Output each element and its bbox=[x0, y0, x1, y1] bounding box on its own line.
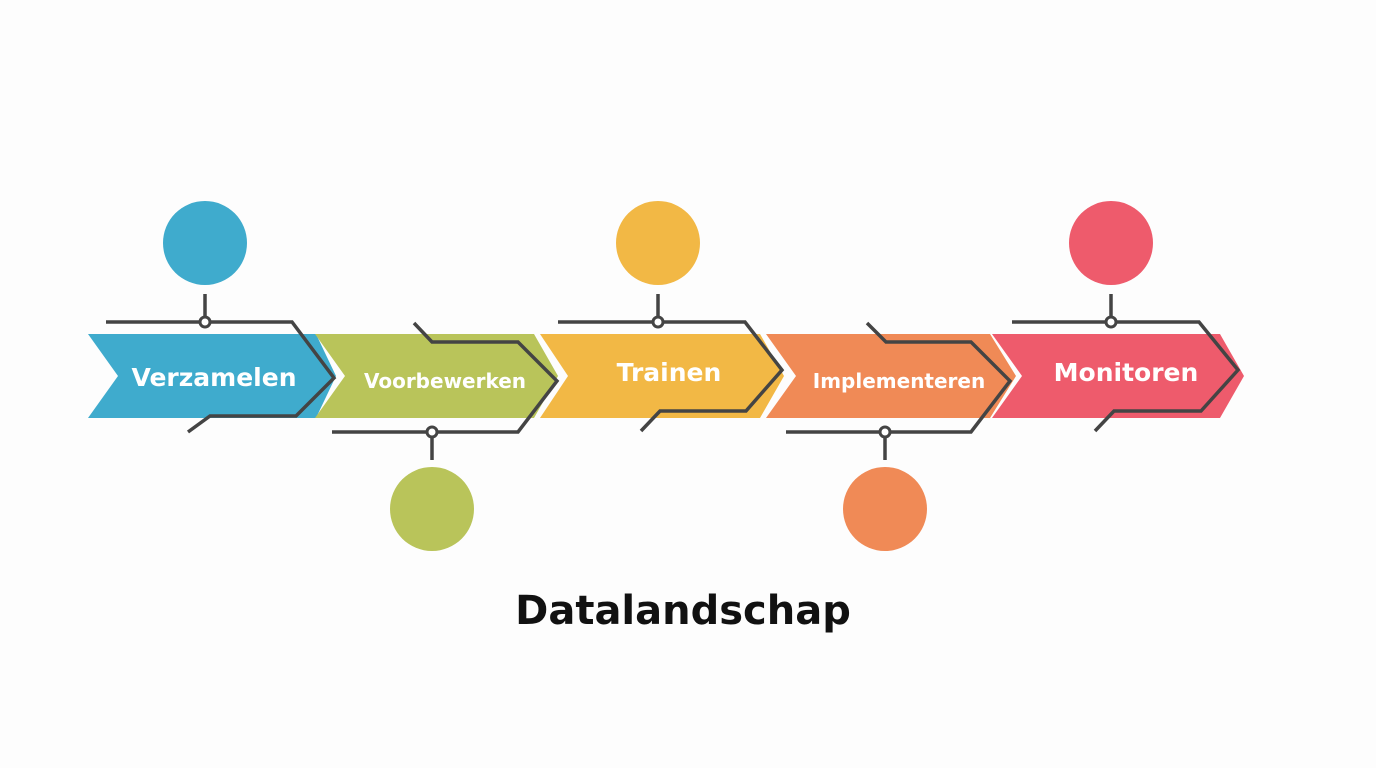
node-circle-voorbewerken bbox=[390, 467, 474, 551]
step-label-trainen: Trainen bbox=[617, 358, 722, 387]
step-label-implementeren: Implementeren bbox=[813, 369, 985, 393]
step-monitoren: Monitoren bbox=[992, 201, 1244, 433]
step-arrow-voorbewerken bbox=[315, 334, 558, 418]
node-dot-trainen bbox=[651, 315, 665, 329]
step-voorbewerken: Voorbewerken bbox=[315, 321, 560, 551]
step-arrow-verzamelen bbox=[88, 334, 336, 418]
node-circle-implementeren bbox=[843, 467, 927, 551]
step-arrow-trainen bbox=[540, 334, 784, 418]
step-connector-monitoren bbox=[1012, 320, 1241, 433]
node-circle-trainen bbox=[616, 201, 700, 285]
step-connector-voorbewerken bbox=[332, 321, 560, 434]
step-connector-trainen bbox=[558, 320, 785, 433]
step-label-verzamelen: Verzamelen bbox=[131, 363, 296, 392]
node-circle-verzamelen bbox=[163, 201, 247, 285]
node-dot-monitoren bbox=[1104, 315, 1118, 329]
diagram-title: Datalandschap bbox=[515, 588, 851, 634]
step-trainen: Trainen bbox=[540, 201, 785, 433]
node-dot-voorbewerken bbox=[425, 425, 439, 439]
step-label-voorbewerken: Voorbewerken bbox=[364, 369, 526, 393]
step-arrow-monitoren bbox=[992, 334, 1244, 418]
step-verzamelen: Verzamelen bbox=[88, 201, 337, 434]
node-dot-implementeren bbox=[878, 425, 892, 439]
step-implementeren: Implementeren bbox=[766, 321, 1016, 551]
node-dot-verzamelen bbox=[198, 315, 212, 329]
step-label-monitoren: Monitoren bbox=[1054, 358, 1199, 387]
step-arrow-implementeren bbox=[766, 334, 1016, 418]
step-connector-verzamelen bbox=[106, 320, 337, 434]
step-connector-implementeren bbox=[786, 321, 1013, 434]
node-circle-monitoren bbox=[1069, 201, 1153, 285]
